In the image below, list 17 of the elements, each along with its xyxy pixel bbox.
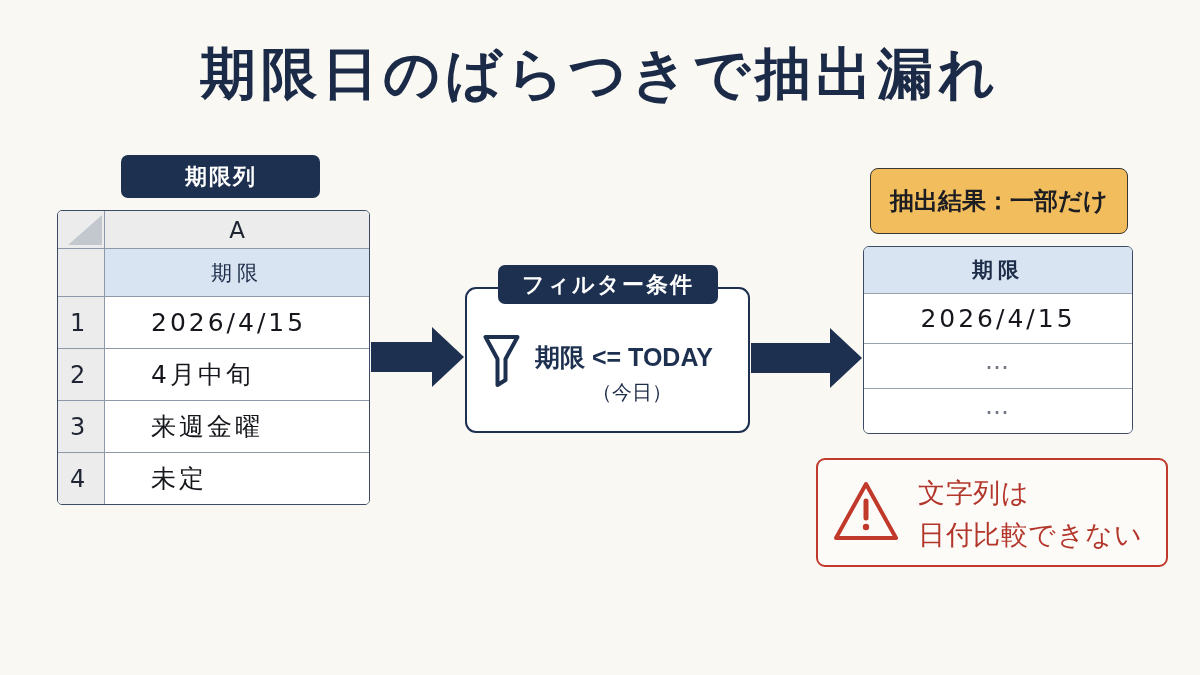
arrow	[371, 327, 464, 387]
arrow	[751, 328, 862, 388]
note-text: （今日）	[592, 379, 672, 406]
row-number: 2	[58, 349, 105, 401]
row-number: 1	[58, 297, 105, 349]
header-cell: 期限	[105, 249, 369, 297]
heading-tab: フィルター条件	[498, 265, 718, 304]
row-number: 3	[58, 401, 105, 453]
title: 期限日のばらつきで抽出漏れ	[199, 40, 1001, 108]
row-number: 4	[58, 453, 105, 504]
warning-text: 文字列は日付比較できない	[918, 476, 1142, 552]
column-header: A	[105, 211, 369, 249]
condition-text: 期限 <= TODAY	[535, 342, 713, 373]
header-cell: 期限	[864, 247, 1132, 294]
warning-box	[816, 458, 1168, 567]
result-banner: 抽出結果：一部だけ	[870, 168, 1128, 234]
heading-tab: 期限列	[121, 155, 320, 198]
